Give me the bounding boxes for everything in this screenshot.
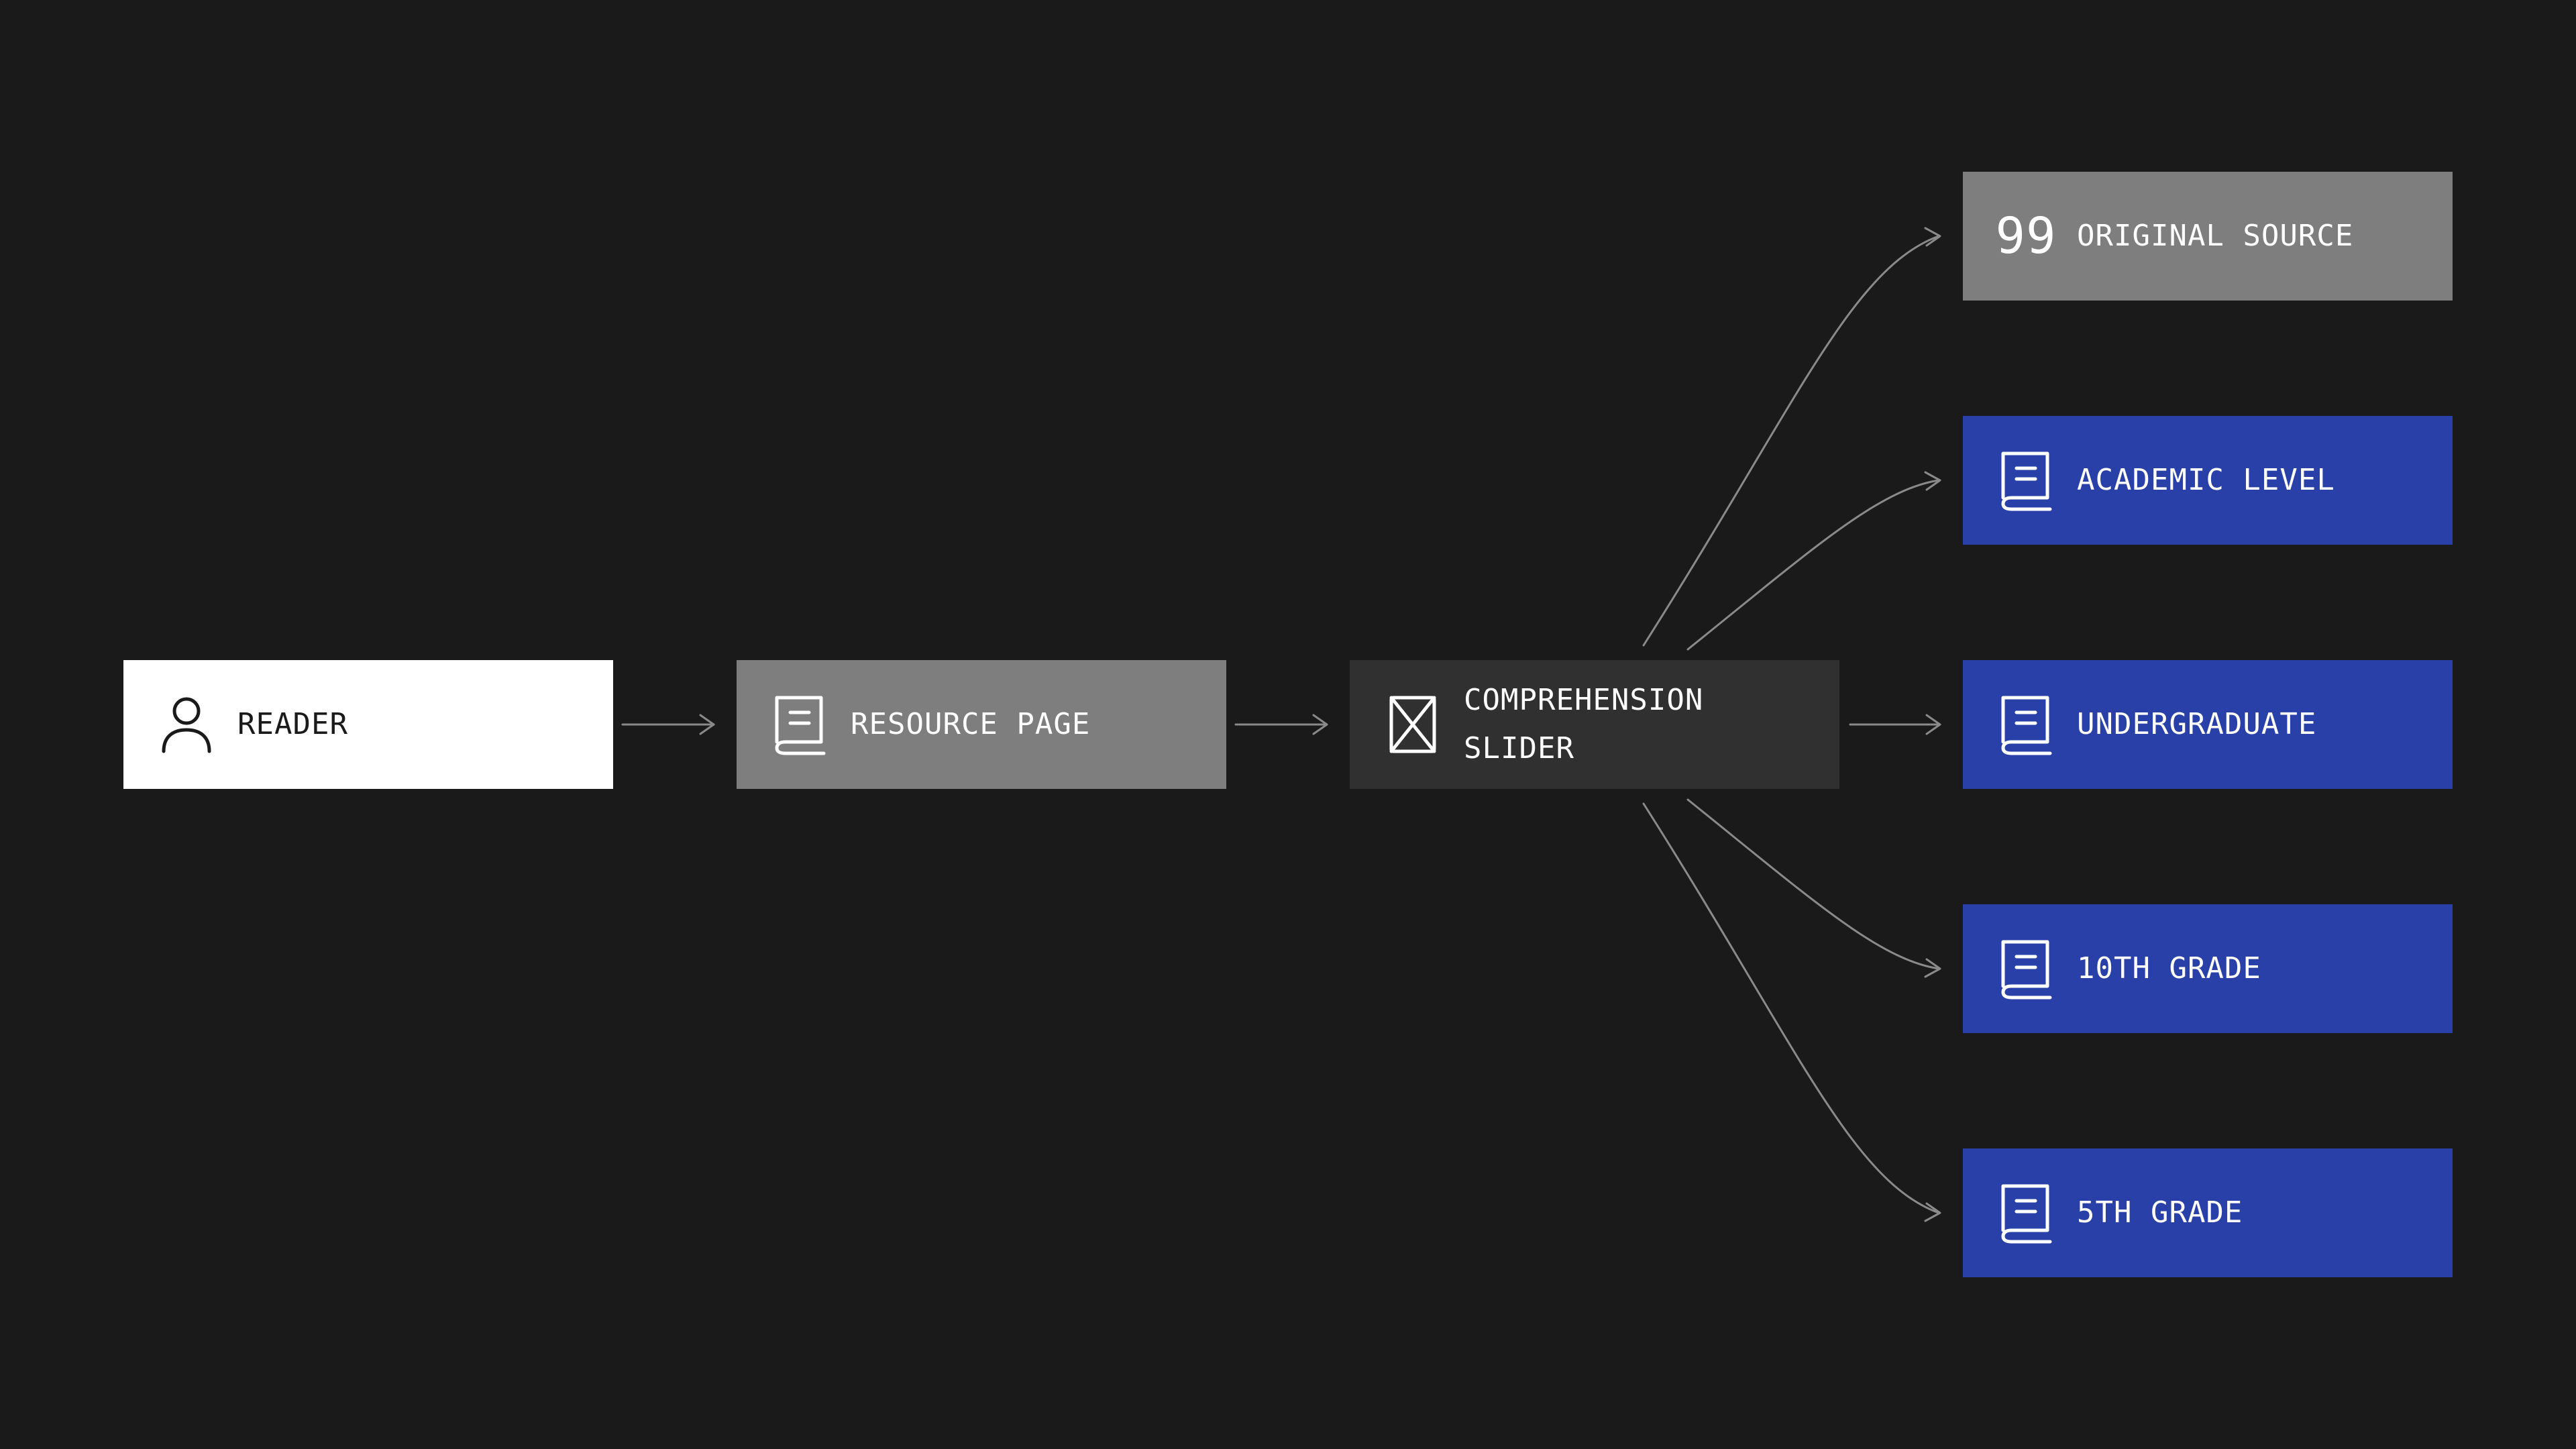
10th-grade-node[interactable]: 10TH GRADE (1963, 904, 2453, 1033)
quote-glyph: 99 (1995, 207, 2057, 265)
undergraduate-label: UNDERGRADUATE (2077, 707, 2317, 741)
edge-slider-to-10th-grade (1686, 798, 1941, 978)
book-icon (1998, 448, 2054, 513)
original-source-node[interactable]: 99 ORIGINAL SOURCE (1963, 172, 2453, 301)
original-source-label: ORIGINAL SOURCE (2077, 219, 2354, 253)
book-icon (1998, 936, 2054, 1001)
book-icon (1998, 692, 2054, 757)
resource-page-node[interactable]: RESOURCE PAGE (737, 660, 1226, 789)
edge-resource-page-to-slider (1234, 714, 1328, 735)
5th-grade-node[interactable]: 5TH GRADE (1963, 1148, 2453, 1277)
book-icon (1998, 1181, 2054, 1245)
book-icon (771, 692, 828, 757)
comprehension-slider-label: COMPREHENSION SLIDER (1464, 683, 1704, 765)
undergraduate-node[interactable]: UNDERGRADUATE (1963, 660, 2453, 789)
resource-page-label: RESOURCE PAGE (851, 707, 1091, 741)
academic-level-node[interactable]: ACADEMIC LEVEL (1963, 416, 2453, 545)
edge-slider-to-5th-grade (1642, 802, 1941, 1222)
edge-reader-to-resource-page (621, 714, 715, 735)
edge-slider-to-undergraduate (1849, 714, 1941, 735)
quote-icon: 99 (1995, 204, 2057, 268)
reader-node[interactable]: READER (123, 660, 613, 789)
academic-level-label: ACADEMIC LEVEL (2077, 463, 2335, 497)
edge-slider-to-original-source (1642, 227, 1941, 647)
edge-slider-to-academic-level (1686, 471, 1941, 651)
reader-label: READER (237, 707, 348, 741)
comprehension-slider-node[interactable]: COMPREHENSION SLIDER (1350, 660, 1839, 789)
10th-grade-label: 10TH GRADE (2077, 951, 2261, 985)
person-icon (158, 692, 215, 757)
image-placeholder-icon (1385, 692, 1441, 757)
5th-grade-label: 5TH GRADE (2077, 1195, 2243, 1230)
